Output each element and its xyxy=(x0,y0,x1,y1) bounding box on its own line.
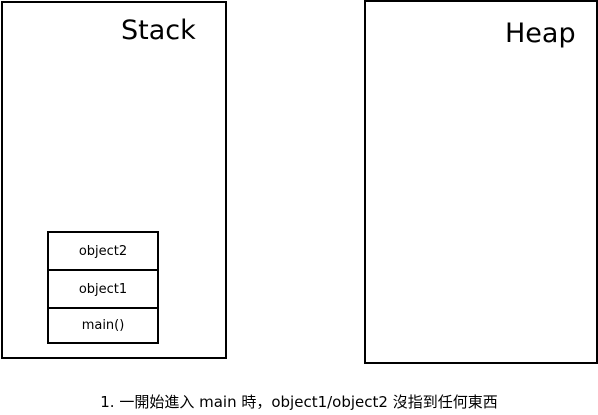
heap-region: Heap xyxy=(364,0,598,364)
stack-frame-label: object2 xyxy=(78,243,128,259)
stack-frame-main: main() xyxy=(47,307,159,344)
stack-frame-object1: object1 xyxy=(47,269,159,307)
stack-title: Stack xyxy=(121,15,196,46)
diagram-caption: 1. 一開始進入 main 時，object1/object2 沒指到任何東西 xyxy=(100,393,498,411)
stack-frame-label: object1 xyxy=(78,281,128,297)
stack-frame-label: main() xyxy=(81,318,125,333)
heap-title: Heap xyxy=(505,18,576,49)
stack-frame-object2: object2 xyxy=(47,231,159,269)
